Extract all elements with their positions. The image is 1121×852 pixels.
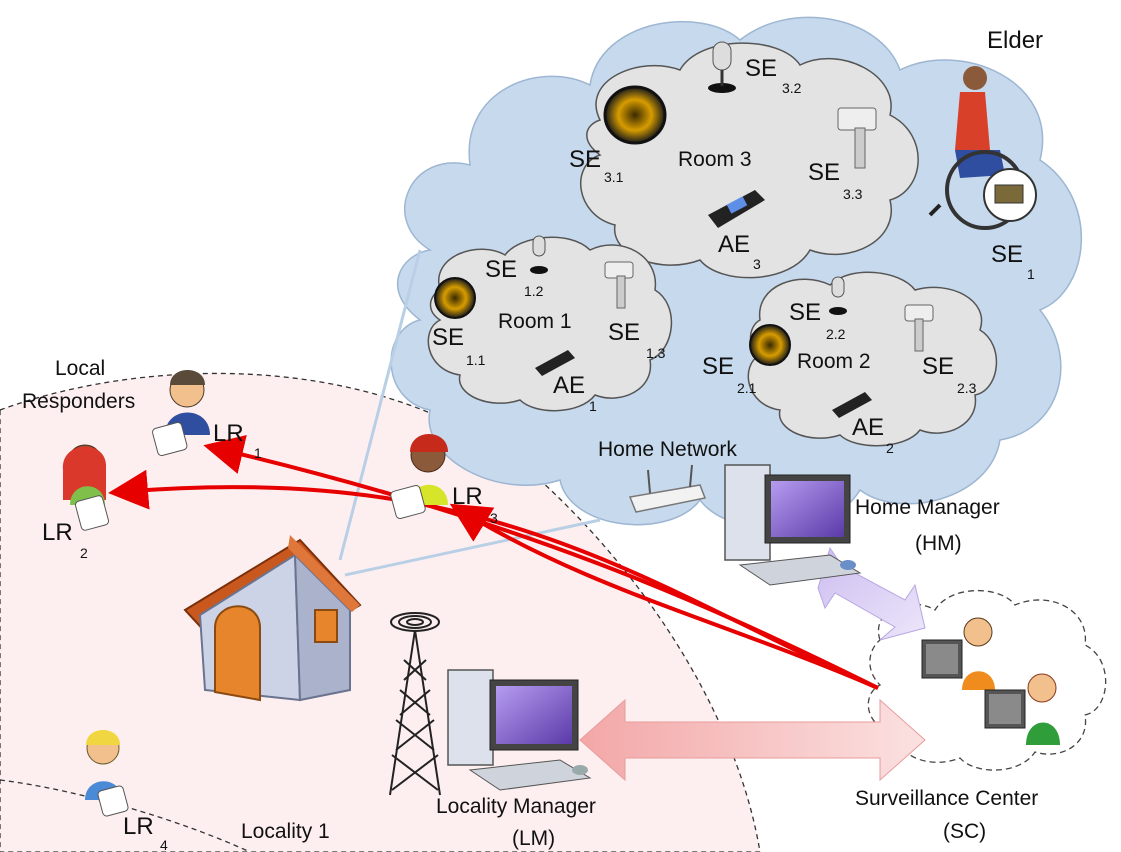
sc-operator-icons — [921, 617, 1060, 745]
se-1-3-label: SE — [608, 319, 640, 346]
alert-arrow-lr3 — [449, 503, 879, 690]
se-1-1-label: SE — [432, 324, 464, 351]
alert-arrows — [108, 434, 879, 690]
room3-speaker-icon — [603, 85, 667, 145]
elder-wheelchair-icon — [928, 66, 1037, 230]
lr-1-label: LR — [213, 420, 244, 447]
se-2-1-sub: 2.1 — [737, 380, 757, 396]
ae-3-sub: 3 — [753, 256, 761, 272]
elder-label: Elder — [987, 27, 1043, 54]
ae-2-sub: 2 — [886, 440, 894, 456]
se-1-sub: 1 — [1027, 266, 1035, 282]
surveillance-center-label: Surveillance Center — [855, 787, 1038, 810]
ae-1-sub: 1 — [589, 398, 597, 414]
se-1-2-label: SE — [485, 256, 517, 283]
se-1-1-sub: 1.1 — [466, 352, 486, 368]
ae-1-label: AE — [553, 372, 585, 399]
lr-2-label: LR — [42, 519, 73, 546]
locality-manager-label: Locality Manager — [436, 795, 596, 818]
se-3-3-label: SE — [808, 159, 840, 186]
se-2-2-sub: 2.2 — [826, 326, 846, 342]
lr3-person-icon — [390, 434, 448, 520]
lr-1-sub: 1 — [254, 445, 262, 461]
se-2-1-label: SE — [702, 353, 734, 380]
home-manager-label: Home Manager — [855, 496, 1000, 519]
lm-sc-link-arrow — [579, 698, 926, 782]
se-2-3-sub: 2.3 — [957, 380, 977, 396]
label-elder: Elder — [987, 27, 1043, 54]
locality-manager-abbr: (LM) — [512, 827, 555, 850]
room1-mic-icon — [530, 235, 548, 274]
room3-ae-device-icon — [708, 190, 765, 228]
se-1-label: SE — [991, 241, 1023, 268]
house-link-lines — [338, 249, 601, 577]
room1-ae-device-icon — [535, 350, 575, 376]
se-3-2-label: SE — [745, 55, 777, 82]
lr-2-sub: 2 — [80, 545, 88, 561]
room1-speaker-icon — [434, 277, 476, 319]
room2-camera-icon — [904, 304, 934, 352]
antenna-tower-icon — [389, 612, 441, 796]
se-3-2-sub: 3.2 — [782, 80, 802, 96]
lm-computer-icon — [447, 669, 592, 791]
room-2-label: Room 2 — [797, 350, 871, 373]
se-3-1-label: SE — [569, 146, 601, 173]
lr-3-sub: 3 — [490, 510, 498, 526]
se-1-3-sub: 1.3 — [646, 345, 666, 361]
router-icon — [628, 464, 707, 513]
room-1-label: Room 1 — [498, 310, 572, 333]
room3-camera-icon — [837, 107, 877, 169]
lr-4-label: LR — [123, 813, 154, 840]
lr-4-sub: 4 — [160, 837, 168, 852]
se-1-2-sub: 1.2 — [524, 283, 544, 299]
room-3-label: Room 3 — [678, 148, 752, 171]
ae-2-label: AE — [852, 414, 884, 441]
locality-label: Locality 1 — [241, 820, 330, 843]
room3-mic-icon — [708, 41, 736, 93]
local-responders-label-line2: Responders — [22, 390, 135, 413]
house-icon — [183, 535, 362, 702]
se-2-3-label: SE — [922, 353, 954, 380]
surveillance-center-abbr: (SC) — [943, 820, 986, 843]
room2-mic-icon — [829, 276, 847, 315]
room2-ae-device-icon — [832, 392, 872, 418]
alert-arrow-lr2 — [108, 469, 879, 690]
room2-speaker-icon — [749, 324, 791, 366]
lr4-person-icon — [85, 730, 129, 817]
local-responders-label-line1: Local — [55, 357, 105, 380]
room1-camera-icon — [604, 261, 634, 309]
lr2-person-icon — [62, 444, 110, 531]
home-network-label: Home Network — [598, 438, 737, 461]
room-2-cloud — [747, 271, 997, 447]
ae-3-label: AE — [718, 231, 750, 258]
se-2-2-label: SE — [789, 299, 821, 326]
hm-computer-icon — [724, 464, 862, 586]
se-3-3-sub: 3.3 — [843, 186, 863, 202]
home-manager-abbr: (HM) — [915, 532, 962, 555]
lr-3-label: LR — [452, 483, 483, 510]
se-3-1-sub: 3.1 — [604, 169, 624, 185]
lr1-person-icon — [152, 370, 210, 457]
